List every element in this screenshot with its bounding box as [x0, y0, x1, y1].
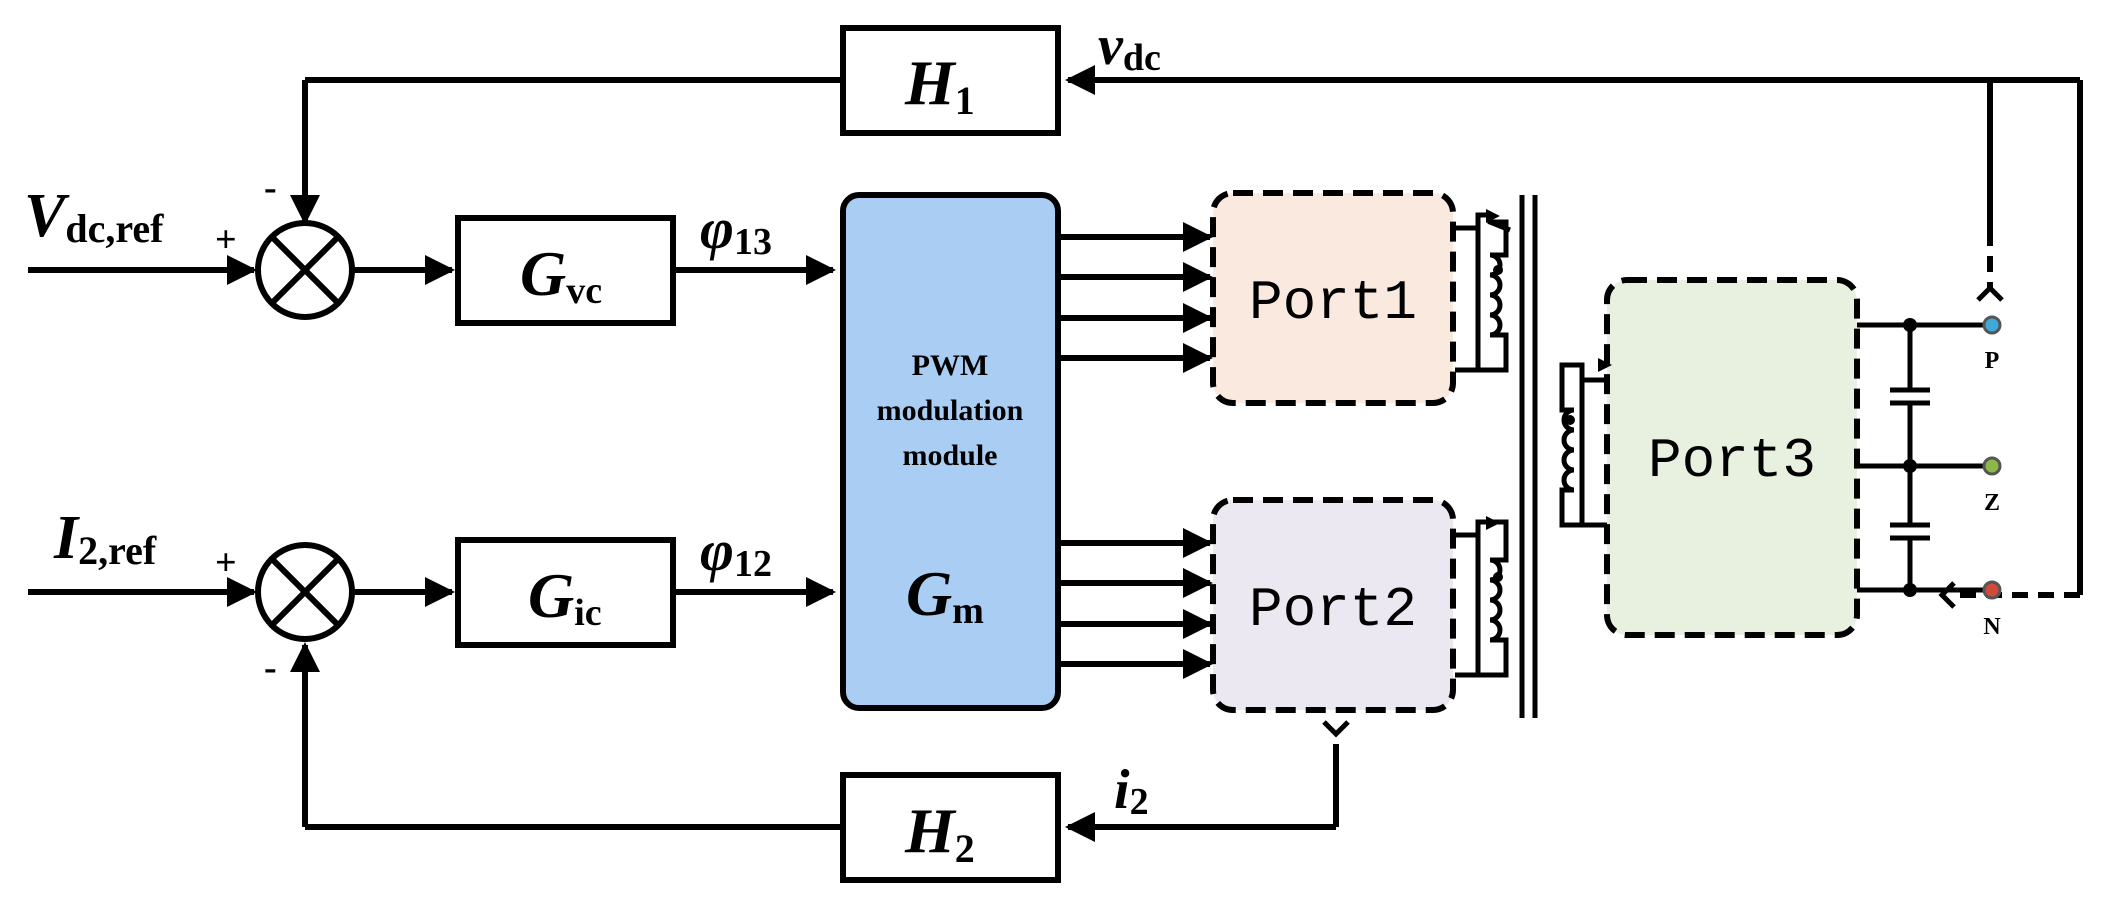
transformer: [1455, 195, 1607, 718]
port1-block: Port1: [1210, 190, 1456, 406]
h1-block: H1: [840, 25, 1061, 136]
svg-text:Port1: Port1: [1249, 271, 1417, 335]
vdc-ref-label: Vdc,ref: [24, 182, 164, 251]
winding-dots: [1493, 265, 1575, 582]
svg-text:Gvc: Gvc: [520, 238, 602, 312]
i2-ref-label: I2,ref: [53, 504, 157, 573]
terminal-z-label: Z: [1984, 490, 2000, 516]
terminal-p-dot: [1982, 315, 2002, 335]
top-minus-sign: -: [264, 167, 277, 209]
svg-text:modulation: modulation: [877, 394, 1024, 427]
i2-feedback-path: [290, 642, 1339, 842]
svg-text:H2: H2: [904, 795, 975, 871]
junction-dots: [1903, 318, 1917, 597]
pwm-modulation-module: PWM modulation module Gm: [840, 192, 1061, 711]
terminal-n-label: N: [1983, 614, 2001, 640]
vdc-probe-dashed: [1333, 230, 2080, 760]
svg-text:Port2: Port2: [1249, 578, 1417, 642]
summing-junction-current: [255, 542, 355, 642]
terminal-z-dot: [1982, 456, 2002, 476]
h2-block: H2: [840, 772, 1061, 883]
pwm-to-port2-arrows: [1060, 528, 1213, 679]
terminal-p-label: P: [1985, 348, 2000, 374]
svg-text:module: module: [902, 439, 997, 472]
terminals: [1982, 315, 2002, 600]
pwm-to-port1-arrows: [1060, 222, 1213, 373]
svg-text:H1: H1: [904, 47, 975, 123]
svg-text:Port3: Port3: [1648, 429, 1816, 493]
gvc-block: Gvc: [455, 215, 676, 326]
i2-label: i2: [1114, 759, 1149, 823]
winding-arrowheads: [1486, 209, 1612, 530]
bottom-minus-sign: -: [264, 647, 277, 689]
svg-text:Gm: Gm: [906, 558, 984, 632]
vdc-feedback-path: [290, 65, 2083, 595]
probe-hooks: [1322, 284, 2004, 738]
terminal-n-dot: [1982, 580, 2002, 600]
top-plus-sign: +: [215, 219, 237, 261]
summing-junction-voltage: [255, 220, 355, 320]
svg-text:Gic: Gic: [528, 560, 602, 634]
port2-block: Port2: [1210, 497, 1456, 713]
vdc-label: vdc: [1098, 15, 1161, 79]
dc-output-network: [1857, 322, 1985, 593]
phi13-label: φ13: [700, 196, 772, 263]
phi12-label: φ12: [700, 518, 772, 585]
bottom-plus-sign: +: [215, 542, 237, 584]
gic-block: Gic: [455, 537, 676, 648]
svg-text:PWM: PWM: [912, 349, 989, 382]
port3-block: Port3: [1604, 277, 1860, 638]
